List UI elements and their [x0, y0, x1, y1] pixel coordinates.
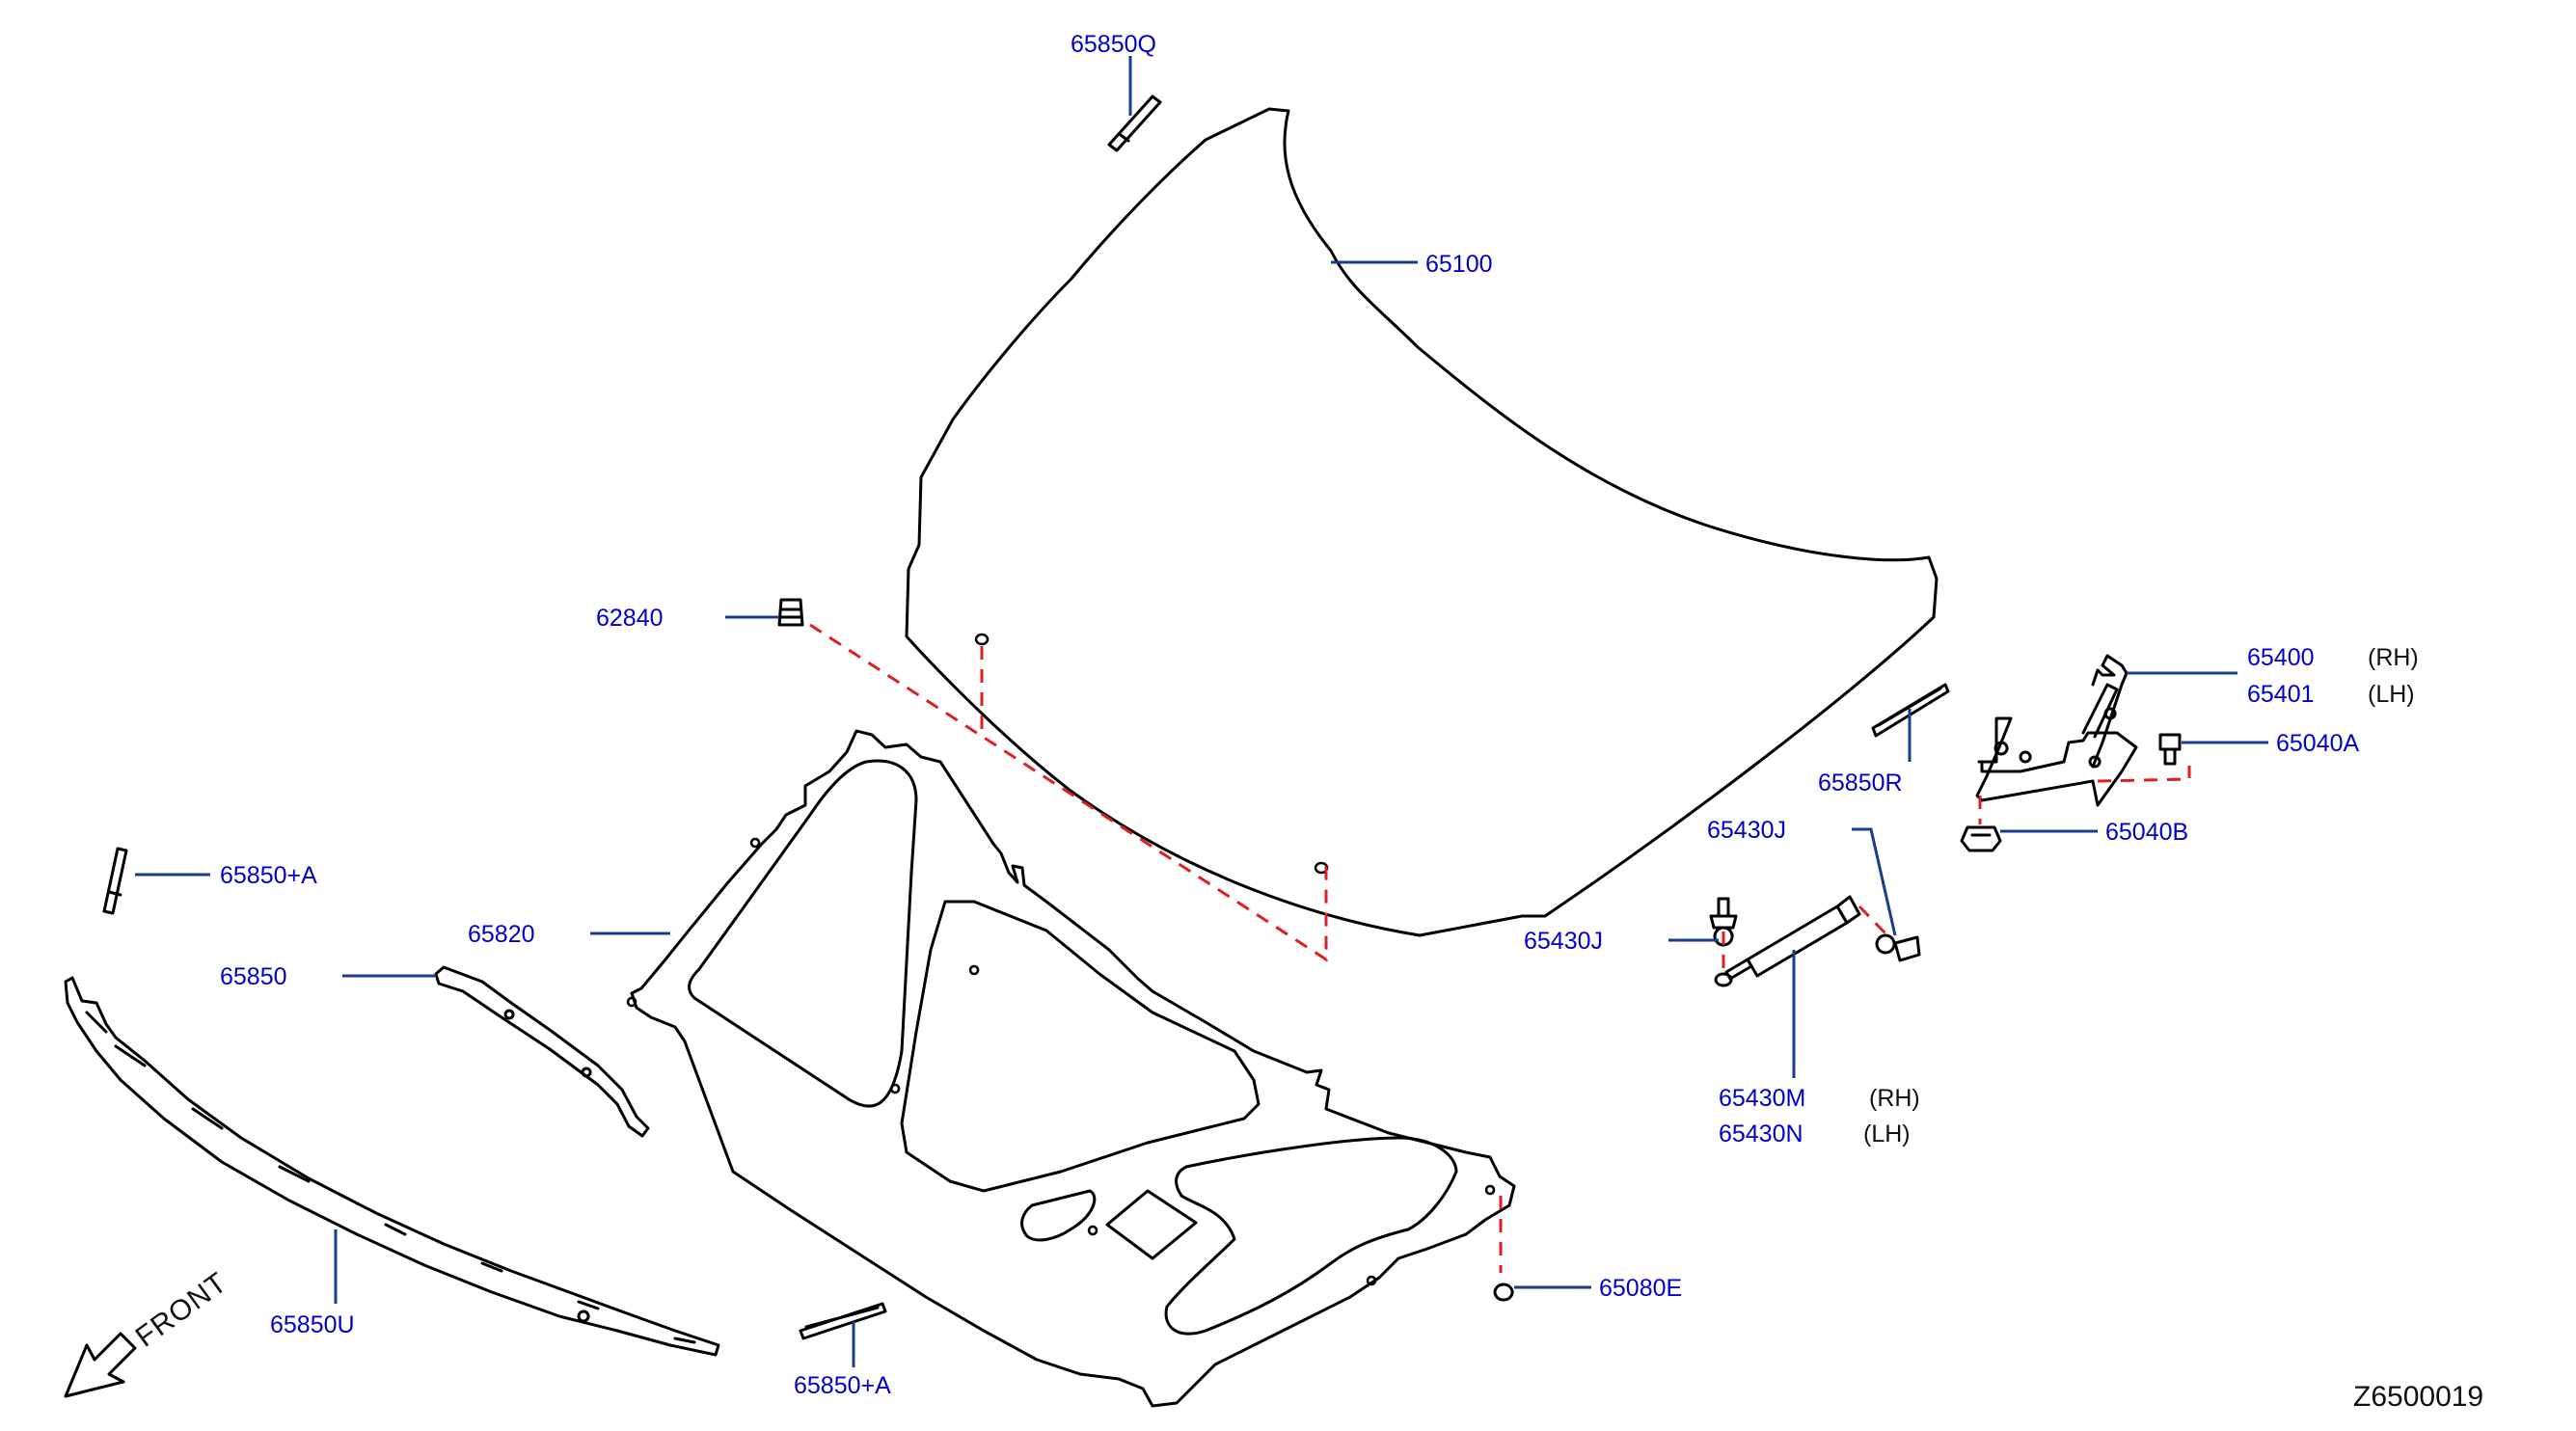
- insulator-cutout-right: [1164, 1136, 1458, 1336]
- strip-65850a-bottom[interactable]: [799, 1302, 887, 1340]
- label-65040b[interactable]: 65040B: [2105, 819, 2188, 846]
- front-direction-indicator: FRONT: [64, 1266, 233, 1398]
- hood-panel[interactable]: [905, 107, 1939, 937]
- nut-65040b[interactable]: [1960, 825, 2002, 852]
- label-65850a-bottom[interactable]: 65850+A: [794, 1372, 891, 1399]
- label-65401[interactable]: 65401: [2247, 681, 2315, 708]
- hood-hole-right: [1314, 861, 1329, 875]
- dash-strut-stud-right: [1857, 904, 1887, 935]
- label-65850q[interactable]: 65850Q: [1071, 31, 1156, 58]
- label-65430j-left[interactable]: 65430J: [1524, 928, 1603, 955]
- note-rh-65400: (RH): [2368, 644, 2419, 671]
- strip-65850r[interactable]: [1871, 683, 1950, 738]
- insulator-hole-e: [1366, 1275, 1377, 1286]
- insulator-hole-d: [1087, 1225, 1098, 1236]
- insulator-square-pad: [1105, 1189, 1198, 1260]
- clip-65850q[interactable]: [1107, 94, 1162, 152]
- insulator-hole-b: [749, 837, 761, 849]
- label-65400[interactable]: 65400: [2247, 644, 2315, 671]
- insulator-hole-a: [626, 996, 637, 1008]
- label-65100[interactable]: 65100: [1425, 251, 1493, 278]
- label-65430j-right[interactable]: 65430J: [1707, 817, 1786, 844]
- ball-stud-65430j-right[interactable]: [1875, 933, 1921, 962]
- note-lh-65401: (LH): [2368, 681, 2415, 708]
- insulator-slot: [1020, 1189, 1097, 1242]
- note-lh-65430n: (LH): [1863, 1120, 1911, 1148]
- label-65820[interactable]: 65820: [468, 921, 535, 948]
- leader-65430j-right: [1852, 827, 1897, 936]
- insulator-cutout-left: [688, 759, 918, 1108]
- clip-65850a-left[interactable]: [102, 847, 128, 915]
- seal-65850[interactable]: [434, 965, 650, 1138]
- label-65430n[interactable]: 65430N: [1719, 1120, 1803, 1148]
- label-65040a[interactable]: 65040A: [2276, 730, 2360, 757]
- dash-hinge-bolt: [2097, 766, 2191, 783]
- note-rh-65430m: (RH): [1869, 1085, 1920, 1112]
- label-65080e[interactable]: 65080E: [1599, 1275, 1682, 1302]
- insulator-cutout-center: [900, 900, 1261, 1193]
- insulator-hole-g: [968, 964, 980, 976]
- dash-62840-to-hood: [809, 623, 1328, 962]
- insulator-hole-c: [889, 1083, 901, 1094]
- front-label: FRONT: [130, 1266, 233, 1353]
- label-62840[interactable]: 62840: [596, 605, 664, 632]
- insulator-hole-f: [1484, 1184, 1496, 1196]
- label-65850a-left[interactable]: 65850+A: [220, 862, 317, 889]
- label-65850[interactable]: 65850: [220, 963, 287, 990]
- hood-hinge-65400[interactable]: [1975, 654, 2138, 807]
- label-65430m[interactable]: 65430M: [1719, 1085, 1805, 1112]
- front-arrow-icon: [64, 1332, 137, 1398]
- hood-insulator[interactable]: [630, 729, 1516, 1408]
- label-65850r[interactable]: 65850R: [1818, 770, 1903, 796]
- diagram-code: Z6500019: [2353, 1381, 2483, 1413]
- weatherstrip-65850u[interactable]: [64, 976, 720, 1357]
- bumper-62840[interactable]: [777, 598, 804, 627]
- gas-strut-65430m[interactable]: [1714, 895, 1861, 987]
- clip-65080e[interactable]: [1493, 1282, 1514, 1302]
- bolt-65040a[interactable]: [2158, 733, 2182, 766]
- weatherstrip-65850u-detail: [85, 1011, 696, 1344]
- hood-hole-left: [974, 633, 990, 646]
- label-65850u[interactable]: 65850U: [270, 1311, 355, 1338]
